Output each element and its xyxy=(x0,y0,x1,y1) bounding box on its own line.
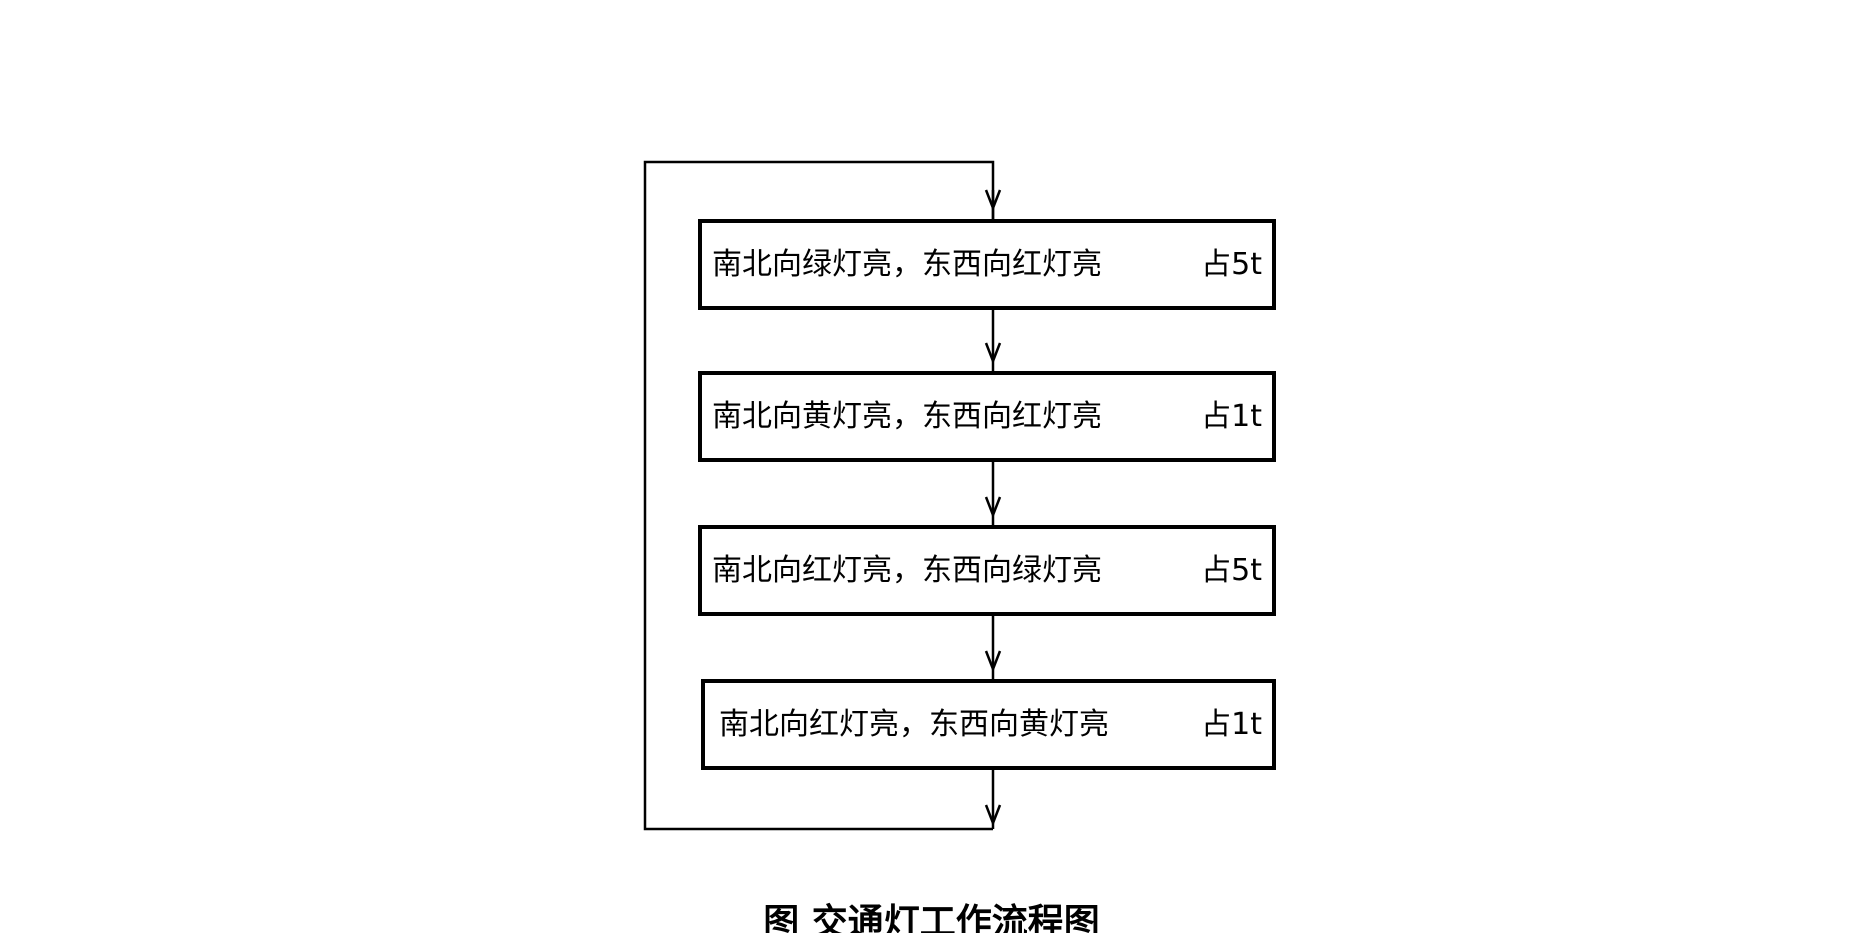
flow-step-2-text: 南北向黄灯亮，东西向红灯亮 xyxy=(712,398,1102,434)
arrowhead-1 xyxy=(984,189,1002,212)
flow-step-3-text: 南北向红灯亮，东西向绿灯亮 xyxy=(712,552,1102,588)
flow-step-2-duration: 占1t xyxy=(1201,398,1262,434)
loop-back-line xyxy=(643,160,995,831)
flow-step-4: 南北向红灯亮，东西向黄灯亮 占1t xyxy=(701,679,1276,770)
flow-step-3: 南北向红灯亮，东西向绿灯亮 占5t xyxy=(698,525,1276,616)
flow-step-1: 南北向绿灯亮，东西向红灯亮 占5t xyxy=(698,219,1276,310)
flow-step-2: 南北向黄灯亮，东西向红灯亮 占1t xyxy=(698,371,1276,462)
flow-step-4-duration: 占1t xyxy=(1201,706,1262,742)
arrowhead-2 xyxy=(984,342,1002,365)
flow-step-3-duration: 占5t xyxy=(1201,552,1262,588)
flow-connectors xyxy=(643,160,1002,831)
flow-step-4-text: 南北向红灯亮，东西向黄灯亮 xyxy=(719,706,1109,742)
arrowhead-3 xyxy=(984,496,1002,519)
flow-step-1-duration: 占5t xyxy=(1201,246,1262,282)
figure-caption: 图 交通灯工作流程图 xyxy=(763,902,1100,933)
arrowhead-4 xyxy=(984,650,1002,673)
arrowhead-5 xyxy=(984,804,1002,827)
flow-step-1-text: 南北向绿灯亮，东西向红灯亮 xyxy=(712,246,1102,282)
